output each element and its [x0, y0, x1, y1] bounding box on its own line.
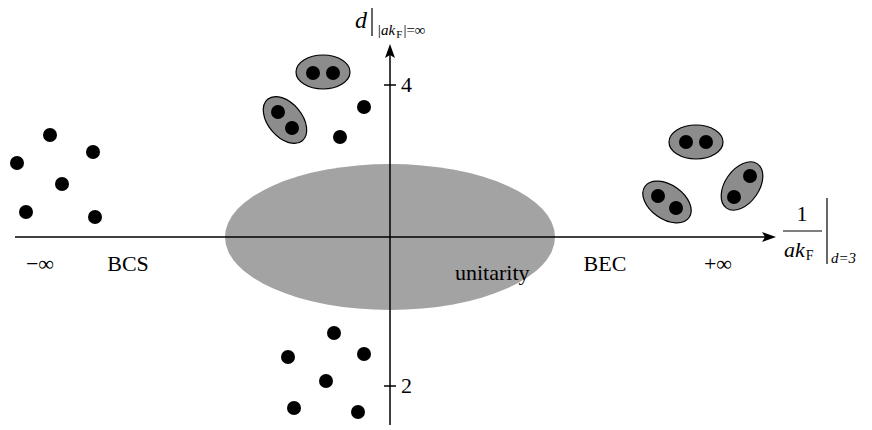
axis-limit: +∞ [704, 253, 732, 275]
axis-subscript: F [806, 249, 814, 263]
regime-label: BEC [584, 253, 627, 275]
axis-subscript: F [396, 29, 402, 40]
axis-subscript: d=3 [831, 251, 856, 266]
axis-variable: d [355, 8, 367, 32]
axis-limit: −∞ [26, 253, 54, 275]
axis-subscript: |ak [377, 23, 395, 38]
tick-label: 2 [401, 375, 412, 397]
regime-label: BCS [107, 253, 149, 275]
axis-variable: ak [784, 239, 805, 261]
region-label: unitarity [455, 262, 530, 284]
tick-label: 4 [401, 74, 412, 96]
axis-subscript: |=∞ [403, 23, 425, 38]
axis-variable: 1 [797, 203, 808, 225]
